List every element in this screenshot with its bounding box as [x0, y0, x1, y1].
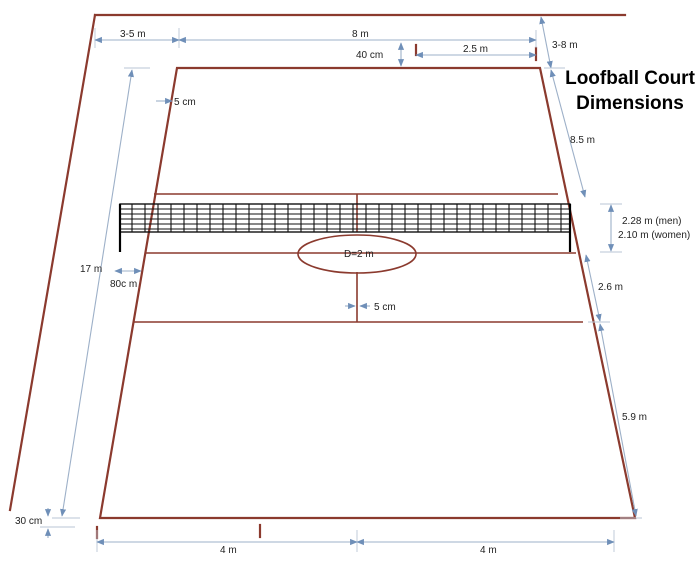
outer-boundary-left	[8, 13, 97, 512]
diagram-title-line1: Loofball Court	[565, 68, 695, 89]
label-mid-zone: 2.6 m	[598, 282, 623, 293]
net	[118, 203, 572, 252]
center-circle	[297, 234, 417, 274]
label-court-length: 17 m	[80, 264, 102, 275]
label-margin-left-top: 3-5 m	[120, 29, 146, 40]
net-mesh	[120, 204, 570, 232]
dim-back-zone	[598, 323, 638, 517]
label-circle-diameter: D=2 m	[344, 249, 374, 260]
court-boundary	[98, 66, 637, 520]
label-offset-40cm: 40 cm	[356, 50, 383, 61]
label-half-width-left: 4 m	[220, 545, 237, 556]
label-net-post-offset: 80c m	[110, 279, 137, 290]
label-half-width-right: 4 m	[480, 545, 497, 556]
label-margin-right-top: 3-8 m	[552, 40, 578, 51]
label-back-zone: 5.9 m	[622, 412, 647, 423]
label-center-line-width: 5 cm	[374, 302, 396, 313]
dim-court-length	[60, 69, 134, 517]
label-line-width-5cm: 5 cm	[174, 97, 196, 108]
dim-front-zone	[549, 69, 587, 198]
label-offset-2-5m: 2.5 m	[463, 44, 488, 55]
label-court-width: 8 m	[352, 29, 369, 40]
label-net-height-women: 2.10 m (women)	[618, 230, 690, 241]
label-front-zone: 8.5 m	[570, 135, 595, 146]
dim-mid-zone	[584, 254, 602, 322]
diagram-title-line2: Dimensions	[576, 93, 684, 114]
dim-margin-right-top	[539, 16, 553, 69]
label-margin-bottom: 30 cm	[15, 516, 42, 527]
label-net-height-men: 2.28 m (men)	[622, 216, 681, 227]
